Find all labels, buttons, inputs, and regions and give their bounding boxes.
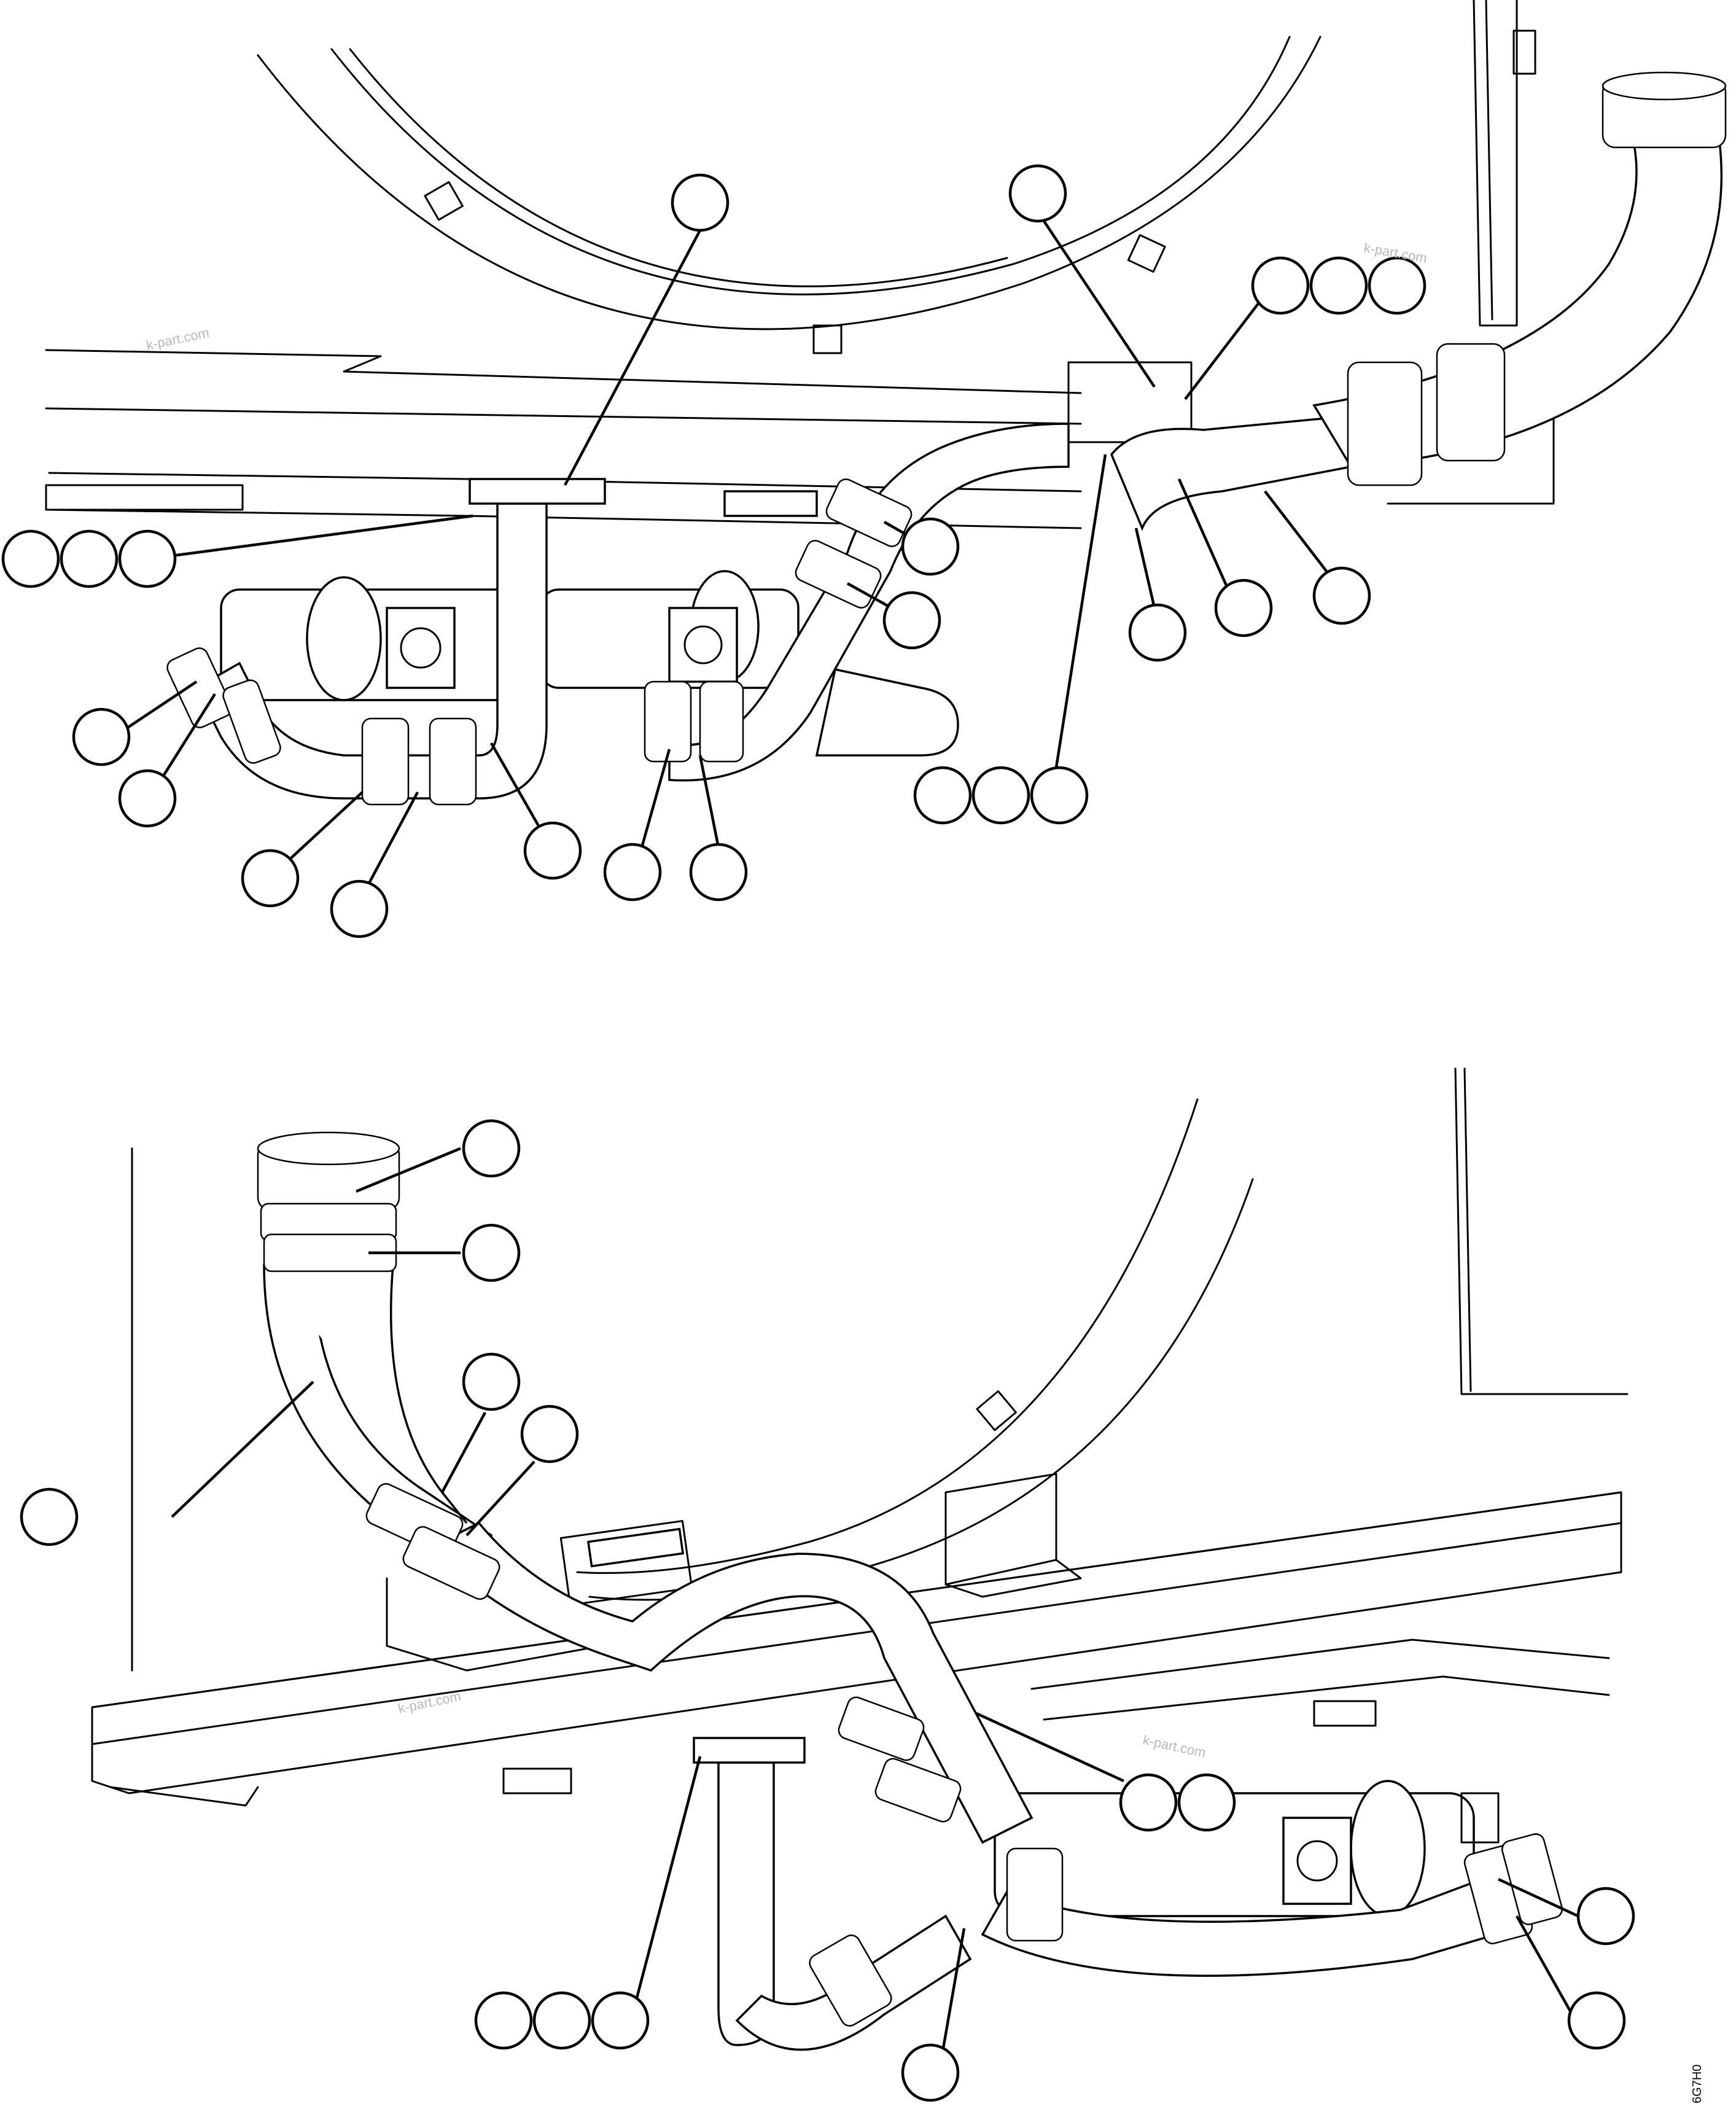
top-leaders (122, 220, 1328, 886)
callout-circle (1251, 256, 1310, 315)
callout-circle (462, 1223, 521, 1282)
callout-circle (971, 766, 1030, 825)
callout-circle (330, 879, 389, 938)
watermark: k-part.com (397, 1688, 462, 1716)
top-view (1, 0, 1727, 938)
callout-circle (60, 529, 119, 588)
drawing-code: 6G7H0 (1691, 2065, 1704, 2103)
callout-circle (882, 591, 941, 650)
callout-circle (20, 1487, 79, 1546)
callout-circle (913, 766, 972, 825)
top-mufflers (220, 570, 800, 701)
callout-circle (1128, 603, 1187, 662)
callout-circle (901, 517, 960, 576)
watermark: k-part.com (145, 325, 211, 353)
callout-circle (1576, 1887, 1635, 1946)
callout-circle (1567, 1991, 1626, 2050)
callout-circle (462, 1352, 521, 1411)
callout-circle (1214, 579, 1273, 637)
callout-circle (520, 1405, 579, 1463)
callout-circle (1368, 256, 1427, 315)
callout-circle (241, 849, 300, 908)
bottom-view (20, 1067, 1635, 2102)
callout-circle (474, 1991, 533, 2050)
bottom-pipes (257, 1131, 1519, 2051)
callout-circle (603, 843, 662, 902)
bottom-clamps (365, 1483, 1563, 2027)
bottom-ring (576, 1098, 1254, 1601)
bottom-frame (91, 1067, 1629, 1807)
callout-circle (118, 529, 177, 588)
callout-circle (1309, 256, 1368, 315)
bottom-mufflers (994, 1780, 1500, 1917)
callout-circle (1119, 1773, 1178, 1832)
top-ring (257, 36, 1321, 354)
callout-circle (671, 173, 730, 232)
callout-circle (1030, 766, 1089, 825)
callout-circle (118, 769, 177, 828)
callout-circle (689, 843, 748, 902)
callout-circle (901, 2043, 960, 2102)
callout-circle (591, 1991, 650, 2050)
top-clamps (166, 478, 913, 806)
callout-circle (523, 821, 582, 880)
watermark: k-part.com (1142, 1732, 1207, 1760)
callout-circle (1177, 1773, 1236, 1832)
callout-circle (1, 529, 60, 588)
callout-circle (532, 1991, 591, 2050)
bottom-leaders (171, 1147, 1579, 2070)
top-callouts (1, 164, 1427, 938)
callout-circle (72, 707, 131, 766)
bottom-callouts (20, 1119, 1635, 2102)
callout-circle (462, 1119, 521, 1178)
callout-circle (1312, 566, 1371, 625)
callout-circle (1008, 164, 1067, 223)
